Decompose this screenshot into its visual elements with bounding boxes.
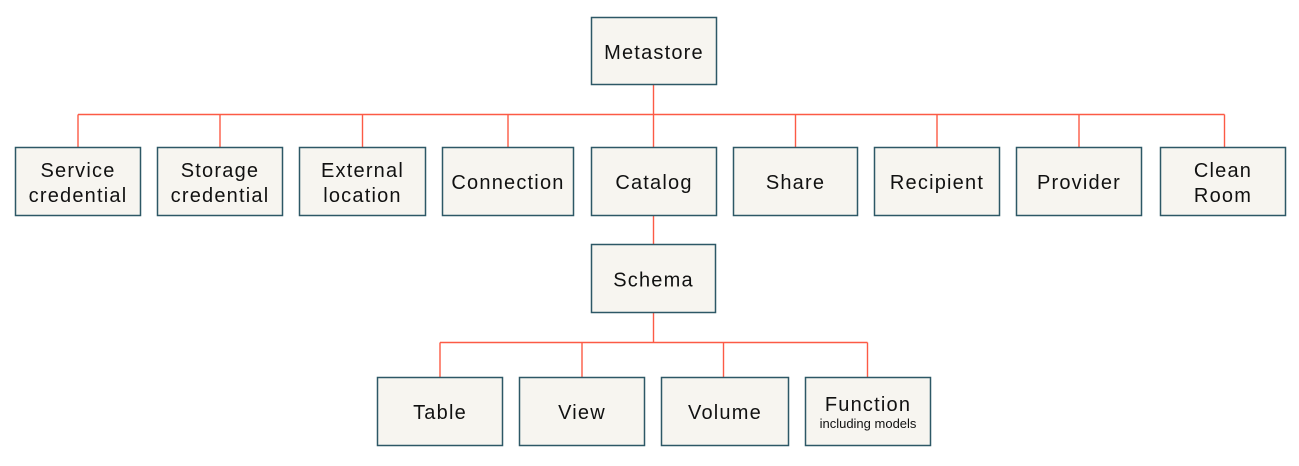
svg-text:Room: Room [1194, 185, 1252, 207]
svg-text:Provider: Provider [1037, 172, 1121, 194]
svg-text:Service: Service [40, 160, 115, 182]
svg-text:Clean: Clean [1194, 160, 1252, 182]
svg-text:Schema: Schema [613, 270, 694, 292]
svg-text:Catalog: Catalog [615, 172, 692, 194]
svg-text:Metastore: Metastore [604, 42, 704, 64]
svg-text:Connection: Connection [451, 172, 564, 194]
svg-text:External: External [321, 160, 404, 182]
svg-text:View: View [558, 402, 606, 424]
svg-text:Storage: Storage [181, 160, 259, 182]
svg-text:credential: credential [171, 185, 270, 207]
svg-text:location: location [323, 185, 402, 207]
svg-text:credential: credential [29, 185, 128, 207]
svg-text:Function: Function [825, 394, 911, 416]
svg-text:Table: Table [413, 402, 467, 424]
svg-text:including models: including models [820, 416, 917, 431]
svg-text:Share: Share [766, 172, 825, 194]
svg-text:Recipient: Recipient [890, 172, 984, 194]
svg-text:Volume: Volume [688, 402, 762, 424]
